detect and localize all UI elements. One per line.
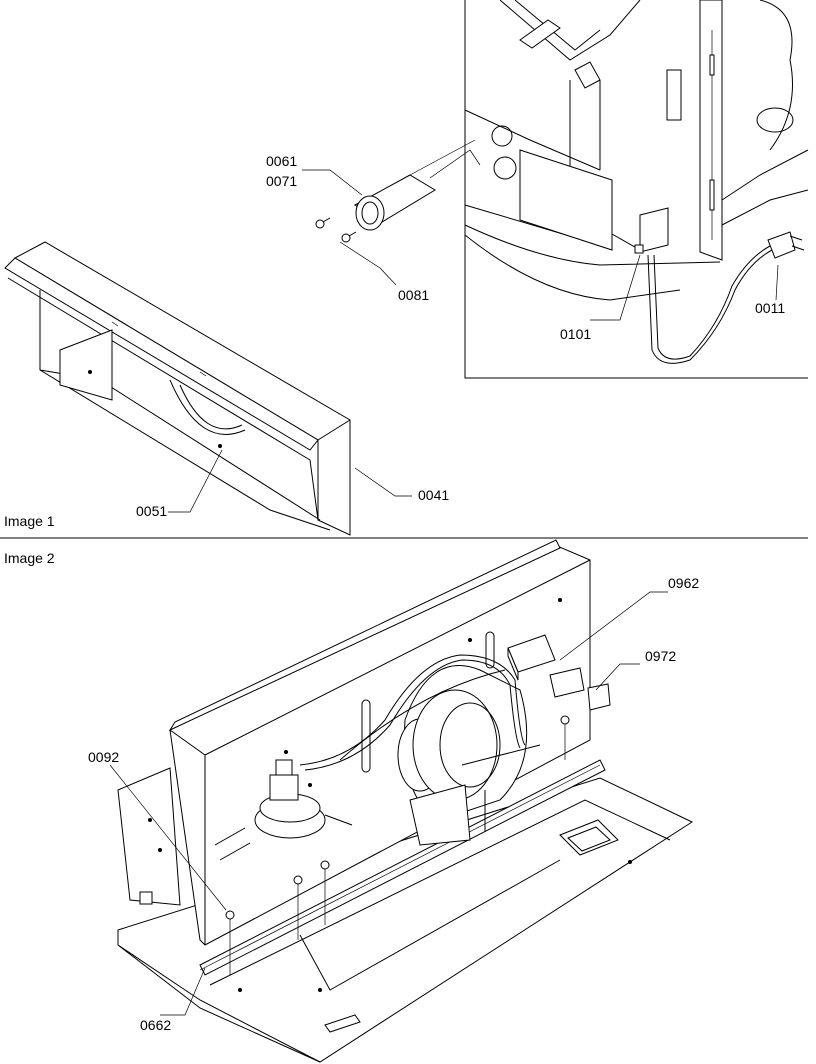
- callout-0962: 0962: [668, 575, 699, 591]
- callout-0081: 0081: [398, 287, 429, 303]
- heater-assembly: [354, 139, 481, 231]
- callout-0092: 0092: [88, 749, 119, 765]
- back-panel: [117, 539, 591, 946]
- screw-icon: [225, 910, 235, 975]
- screw-icon: [320, 860, 330, 925]
- callout-0011: 0011: [755, 300, 785, 316]
- image2-caption: Image 2: [4, 550, 55, 566]
- pressure-switch: [254, 759, 353, 839]
- screw-icon: [341, 231, 357, 243]
- image2-leader-lines: [109, 591, 668, 1016]
- wire-harness: [299, 654, 526, 771]
- callout-0051: 0051: [136, 503, 167, 519]
- image1-caption: Image 1: [4, 513, 55, 529]
- front-panel: [4, 241, 351, 536]
- callout-0972: 0972: [645, 648, 676, 664]
- callout-0071: 0071: [266, 173, 297, 189]
- callout-0101: 0101: [560, 326, 591, 342]
- fan-motor: [397, 665, 541, 846]
- image1-diagram: [4, 0, 809, 536]
- screw-icon: [560, 715, 570, 760]
- base-pan: [117, 777, 694, 1063]
- inset-detail-frame: [464, 0, 808, 379]
- callout-0041: 0041: [418, 487, 449, 503]
- screw-icon: [315, 217, 331, 229]
- control-box-0962: [507, 634, 556, 681]
- image1-leader-lines: [168, 169, 779, 513]
- callout-0061: 0061: [266, 153, 297, 169]
- bracket-0972: [549, 667, 611, 711]
- image2-diagram: [109, 539, 694, 1063]
- callout-0662: 0662: [140, 1017, 171, 1033]
- screw-icon: [293, 875, 303, 940]
- inset-unit-drawing: [464, 0, 809, 364]
